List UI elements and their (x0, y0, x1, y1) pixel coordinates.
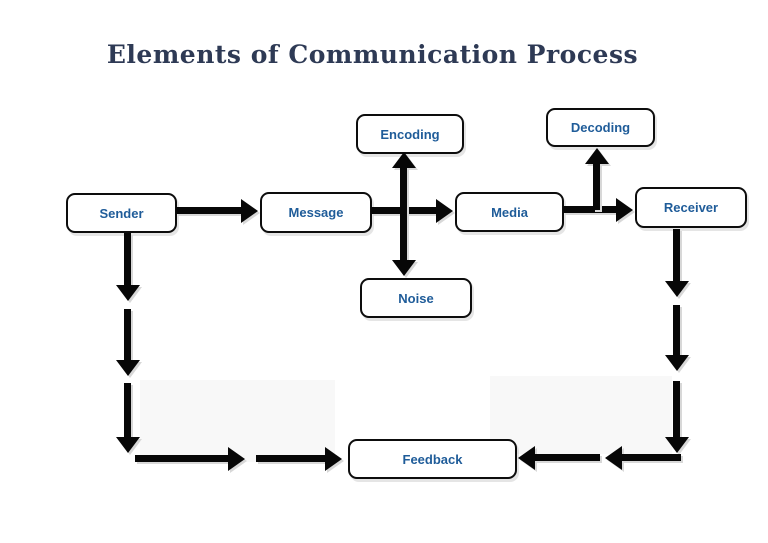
arrow-junction-to-encoding (392, 152, 416, 220)
node-noise-label: Noise (398, 290, 434, 306)
arrow-to-feedback-left-1 (605, 446, 681, 470)
node-sender: Sender (66, 193, 177, 233)
arrow-sender-down-1 (116, 233, 140, 301)
arrow-junction-to-decoding (585, 148, 609, 210)
arrow-to-feedback-right-1 (135, 447, 245, 471)
ghost-shadow-right (490, 376, 672, 454)
node-message-label: Message (288, 205, 344, 220)
arrow-sender-down-3 (116, 383, 140, 453)
node-receiver-label: Receiver (663, 200, 719, 215)
node-media: Media (455, 192, 564, 232)
node-feedback: Feedback (348, 439, 517, 479)
arrow-to-feedback-right-2 (256, 447, 342, 471)
node-encoding-label: Encoding (380, 126, 440, 142)
arrow-media-to-receiver (563, 198, 633, 222)
arrow-receiver-down-3 (665, 381, 689, 453)
node-noise: Noise (360, 278, 472, 318)
node-media-label: Media (491, 204, 528, 220)
arrow-receiver-down-2 (665, 305, 689, 371)
arrow-sender-to-message (176, 199, 258, 223)
diagram-title: Elements of Communication Process (106, 40, 639, 69)
node-message: Message (260, 192, 372, 233)
node-sender-label: Sender (99, 205, 144, 221)
node-feedback-label: Feedback (402, 451, 463, 467)
node-receiver: Receiver (635, 187, 747, 228)
arrow-receiver-down-1 (665, 229, 689, 297)
arrow-sender-down-2 (116, 309, 140, 376)
arrow-to-feedback-left-2 (518, 446, 600, 470)
node-encoding: Encoding (356, 114, 464, 154)
arrow-junction-to-noise (392, 214, 416, 276)
node-decoding: Decoding (546, 108, 655, 147)
node-decoding-label: Decoding (570, 120, 631, 135)
